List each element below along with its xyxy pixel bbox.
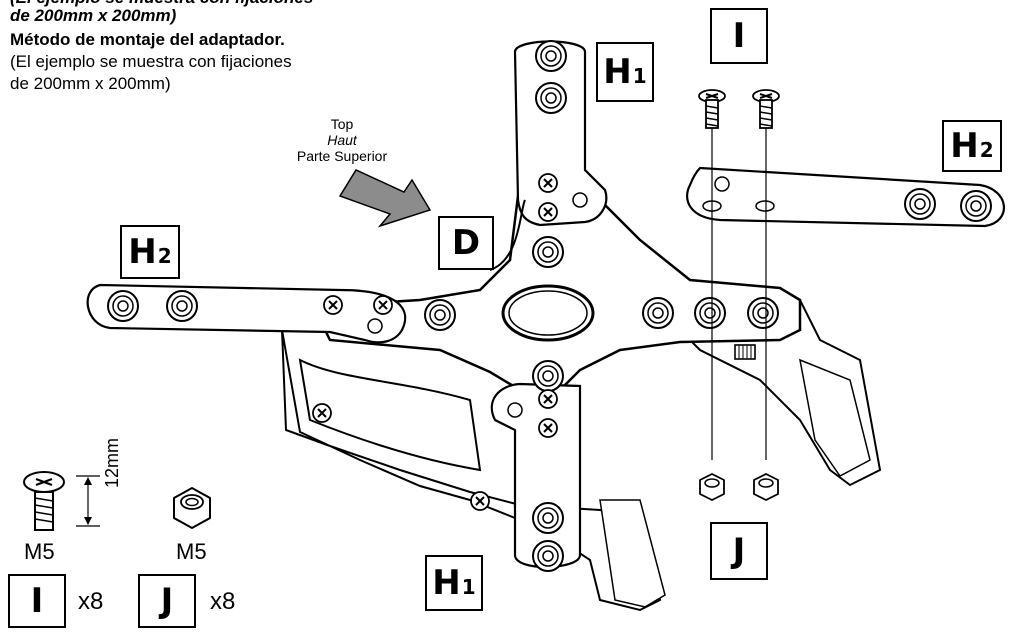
caption-heading: Método de montaje del adaptador. [10,30,285,49]
legend-label-i: I [8,574,66,628]
top-arrow-icon [338,169,432,228]
orientation-note: Top Haut Parte Superior [262,116,422,164]
nut-icon [753,473,779,501]
caption-line-3: (El ejemplo se muestra con fijaciones [10,52,292,71]
caption-line-1: (El ejemplo se muestra con fijaciones [10,0,313,8]
center-hole [501,284,595,342]
legend-nut-qty: x8 [210,588,236,615]
screw-icon [752,89,780,129]
part-label-d: D [438,216,494,270]
legend-screw-size: M5 [24,539,55,564]
nut-icon [699,473,725,501]
legend-nut-icon [173,486,211,530]
orientation-top: Top [330,116,354,132]
cross-plate [318,176,802,392]
arm-h2-right [686,166,1005,228]
part-label-i-top: I [710,8,768,64]
legend-nut-size: M5 [176,539,207,564]
legend-screw-icon [23,471,65,531]
orientation-superior: Parte Superior [296,148,388,164]
legend-label-j: J [138,574,196,628]
part-label-j: J [710,522,768,580]
screw-icon [698,89,726,129]
caption-line-2: de 200mm x 200mm) [10,6,177,25]
caption-line-4: de 200mm x 200mm) [10,74,171,93]
arm-h1-top [513,40,608,227]
screw-length-label: 12mm [102,437,122,488]
legend-screw-qty: x8 [78,588,104,615]
orientation-haut: Haut [327,132,357,148]
arm-h1-bottom [490,382,582,569]
